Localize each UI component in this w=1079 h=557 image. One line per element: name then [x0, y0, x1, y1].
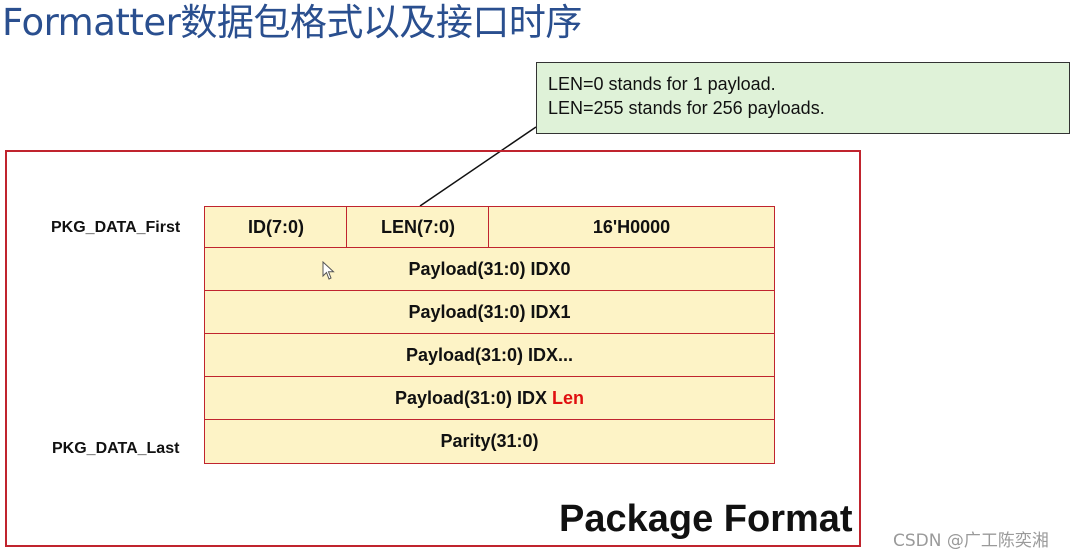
- cell-len: LEN(7:0): [346, 206, 490, 249]
- label-pkg-data-first: PKG_DATA_First: [51, 219, 181, 236]
- row-payload-idx-more: Payload(31:0) IDX...: [204, 333, 775, 378]
- row-payload-idx0: Payload(31:0) IDX0: [204, 247, 775, 292]
- diagram-title: Package Format: [559, 498, 853, 540]
- callout-note: LEN=0 stands for 1 payload. LEN=255 stan…: [536, 62, 1070, 134]
- row-payload-idx1: Payload(31:0) IDX1: [204, 290, 775, 335]
- cell-reserved: 16'H0000: [488, 206, 775, 249]
- cell-id: ID(7:0): [204, 206, 348, 249]
- watermark: CSDN @广工陈奕湘: [893, 531, 1049, 551]
- row-parity: Parity(31:0): [204, 419, 775, 464]
- note-line-1: LEN=0 stands for 1 payload.: [548, 74, 776, 94]
- package-frame: [5, 150, 861, 547]
- page-title: Formatter数据包格式以及接口时序: [2, 1, 582, 44]
- row-payload-idx-len: Payload(31:0) IDX Len: [204, 376, 775, 421]
- note-line-2: LEN=255 stands for 256 payloads.: [548, 98, 825, 118]
- row-payload-text: Payload(31:0) IDX: [394, 388, 553, 408]
- label-pkg-data-last: PKG_DATA_Last: [52, 440, 180, 457]
- mouse-pointer-icon: [322, 261, 335, 280]
- package-table: ID(7:0) LEN(7:0) 16'H0000 Payload(31:0) …: [204, 206, 775, 464]
- len-highlight: Len: [552, 388, 585, 408]
